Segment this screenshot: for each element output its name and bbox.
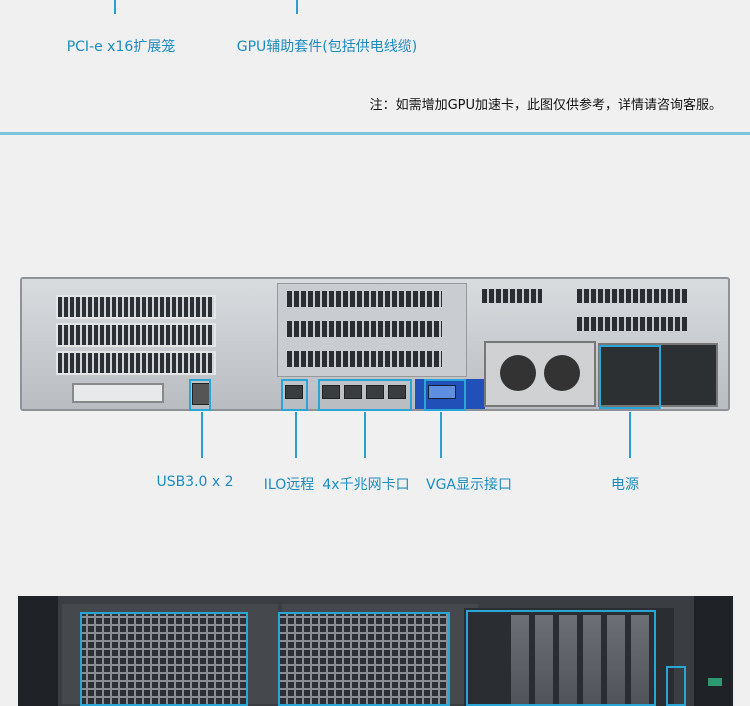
server-rear-image bbox=[20, 277, 730, 411]
label-ilo: ILO远程 bbox=[263, 477, 315, 493]
callout-line-usb bbox=[201, 412, 203, 458]
callout-line-pcie bbox=[114, 0, 116, 14]
label-usb: USB3.0 x 2 bbox=[156, 474, 234, 490]
callout-line-ilo bbox=[295, 412, 297, 458]
callout-line-psu bbox=[629, 412, 631, 458]
callout-line-nic bbox=[364, 412, 366, 458]
label-vga: VGA显示接口 bbox=[425, 477, 513, 493]
label-nic: 4x千兆网卡口 bbox=[322, 477, 410, 493]
label-pcie-cage: PCI-e x16扩展笼 bbox=[66, 39, 176, 55]
note-text: 注：如需增加GPU加速卡，此图仅供参考，详情请咨询客服。 bbox=[369, 98, 722, 113]
label-gpu-kit: GPU辅助套件(包括供电线缆) bbox=[236, 39, 418, 55]
callout-line-vga bbox=[440, 412, 442, 458]
section-divider bbox=[0, 132, 750, 135]
label-psu: 电源 bbox=[611, 477, 639, 493]
server-front-image bbox=[18, 596, 733, 706]
callout-line-gpu-kit bbox=[296, 0, 298, 14]
